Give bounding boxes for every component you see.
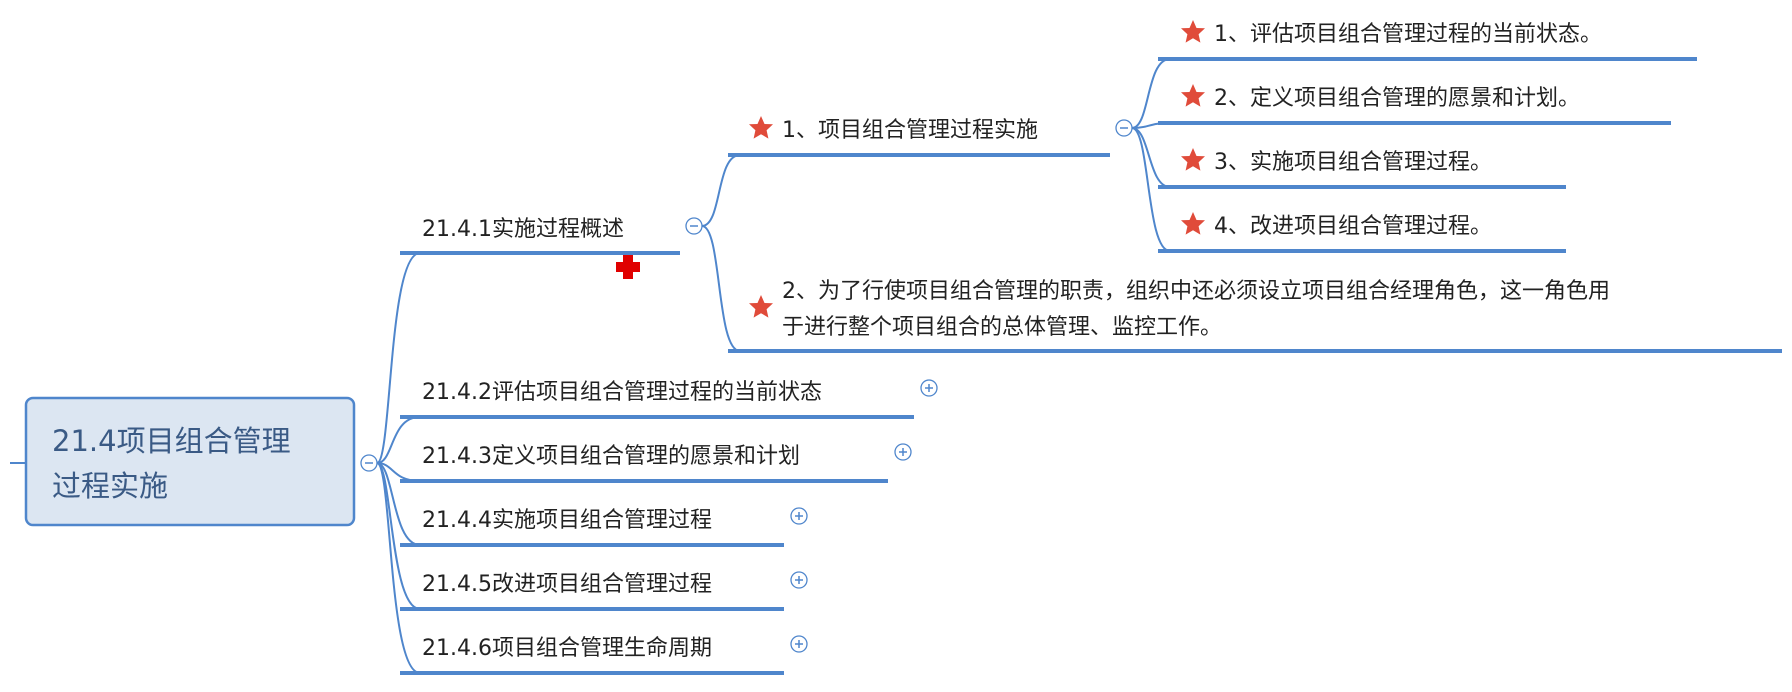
subtopic-2[interactable]: 2、为了行使项目组合管理的职责，组织中还必须设立项目组合经理角色，这一角色用 于… [728, 279, 1782, 353]
star-icon [1181, 84, 1205, 107]
leaf-2-label: 2、定义项目组合管理的愿景和计划。 [1214, 86, 1580, 111]
topic-21-4-1-label: 21.4.1实施过程概述 [422, 217, 624, 242]
leaf-2[interactable]: 2、定义项目组合管理的愿景和计划。 [1158, 84, 1671, 125]
root-collapse-toggle[interactable] [360, 454, 378, 472]
topic-21-4-4-expand-toggle[interactable] [790, 507, 808, 525]
topic-21-4-3[interactable]: 21.4.3定义项目组合管理的愿景和计划 [400, 444, 888, 483]
subtopic-1[interactable]: 1、项目组合管理过程实施 [728, 116, 1110, 157]
leaf-4-label: 4、改进项目组合管理过程。 [1214, 214, 1492, 239]
topic-21-4-5-expand-toggle[interactable] [790, 571, 808, 589]
topic-21-4-5-label: 21.4.5改进项目组合管理过程 [422, 572, 712, 597]
star-icon [749, 295, 773, 318]
topic-21-4-6[interactable]: 21.4.6项目组合管理生命周期 [400, 636, 784, 675]
leaf-4[interactable]: 4、改进项目组合管理过程。 [1158, 212, 1566, 253]
star-icon [1181, 20, 1205, 43]
star-icon [749, 116, 773, 139]
subtopic-1-connectors [1131, 58, 1171, 252]
topic-21-4-6-label: 21.4.6项目组合管理生命周期 [422, 636, 712, 661]
topic-21-4-1-connectors [701, 154, 741, 352]
subtopic-2-label-line1: 2、为了行使项目组合管理的职责，组织中还必须设立项目组合经理角色，这一角色用 [782, 279, 1610, 304]
leaf-1-label: 1、评估项目组合管理过程的当前状态。 [1214, 22, 1602, 47]
topic-21-4-3-expand-toggle[interactable] [894, 443, 912, 461]
topic-21-4-6-expand-toggle[interactable] [790, 635, 808, 653]
topic-21-4-5[interactable]: 21.4.5改进项目组合管理过程 [400, 572, 784, 611]
subtopic-2-label-line2: 于进行整个项目组合的总体管理、监控工作。 [782, 315, 1222, 340]
topic-21-4-2-label: 21.4.2评估项目组合管理过程的当前状态 [422, 380, 822, 405]
root-title-line1: 21.4项目组合管理 [52, 424, 291, 458]
topic-21-4-1[interactable]: 21.4.1实施过程概述 [400, 217, 680, 255]
leaf-3-label: 3、实施项目组合管理过程。 [1214, 150, 1492, 175]
topic-21-4-4[interactable]: 21.4.4实施项目组合管理过程 [400, 508, 784, 547]
subtopic-1-collapse-toggle[interactable] [1115, 119, 1133, 137]
topic-21-4-4-label: 21.4.4实施项目组合管理过程 [422, 508, 712, 533]
root-node[interactable] [24, 396, 356, 527]
root-title-line2: 过程实施 [52, 469, 168, 503]
leaf-1[interactable]: 1、评估项目组合管理过程的当前状态。 [1158, 20, 1697, 61]
leaf-3[interactable]: 3、实施项目组合管理过程。 [1158, 148, 1566, 189]
star-icon [1181, 148, 1205, 171]
topic-21-4-2[interactable]: 21.4.2评估项目组合管理过程的当前状态 [400, 380, 914, 419]
red-cross-marker-icon [616, 255, 640, 279]
topic-21-4-1-collapse-toggle[interactable] [685, 217, 703, 235]
topic-21-4-3-label: 21.4.3定义项目组合管理的愿景和计划 [422, 444, 800, 469]
root-branch-connectors [376, 252, 421, 674]
subtopic-1-label: 1、项目组合管理过程实施 [782, 118, 1038, 143]
topic-21-4-2-expand-toggle[interactable] [920, 379, 938, 397]
star-icon [1181, 212, 1205, 235]
